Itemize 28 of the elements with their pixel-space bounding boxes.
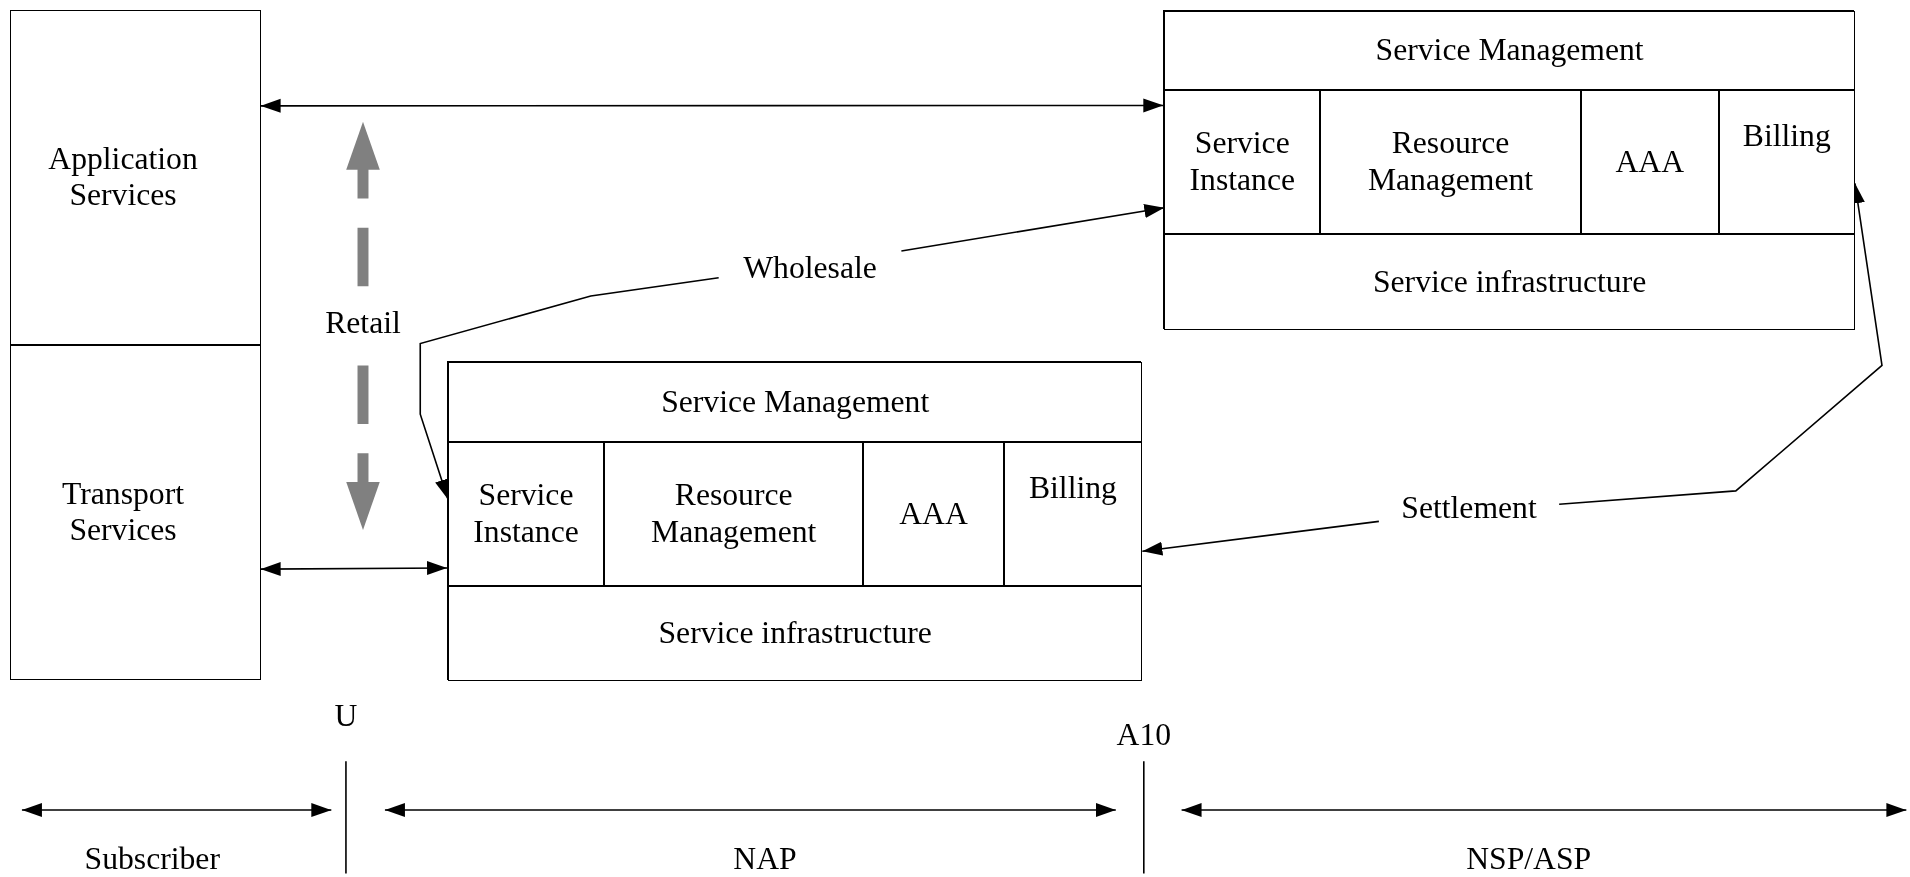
service-cell: Service Instance (448, 441, 604, 586)
arrow (1558, 182, 1883, 506)
service-box: Application Services (9, 9, 261, 345)
service-cell: AAA (1580, 89, 1719, 234)
callout-text: Settlement (1378, 484, 1560, 532)
service-cell: Billing (1003, 441, 1143, 586)
arrow (1141, 520, 1380, 556)
service-cell: Service Instance (1164, 89, 1321, 234)
callout-text: Wholesale (718, 243, 902, 293)
domain-label: NAP (733, 840, 797, 877)
double-arrow (259, 98, 1165, 113)
service-platform-box (1163, 9, 1854, 329)
management-cell: Service Management (1164, 10, 1855, 90)
domain-label: Subscriber (84, 840, 220, 877)
service-box: Transport Services (9, 344, 261, 680)
service-cell: Resource Management (603, 441, 864, 586)
reference-point-label: U (334, 698, 358, 735)
service-cell: AAA (863, 441, 1004, 586)
reference-point-label: A10 (1116, 716, 1172, 753)
service-platform-box (447, 360, 1142, 680)
double-arrow (259, 561, 448, 576)
infrastructure-cell: Service infrastructure (1164, 233, 1855, 330)
service-cell: Billing (1718, 89, 1855, 234)
infrastructure-cell: Service infrastructure (448, 585, 1143, 681)
domain-label: NSP/ASP (1466, 840, 1592, 877)
service-cell: Resource Management (1320, 89, 1581, 234)
relation-label: Retail (325, 304, 401, 341)
management-cell: Service Management (448, 361, 1143, 442)
